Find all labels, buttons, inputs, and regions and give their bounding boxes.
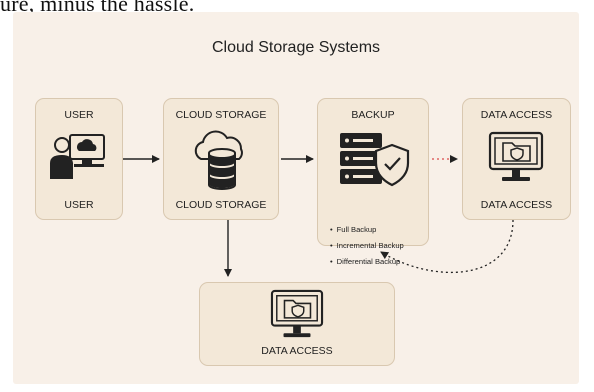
- data-access-bottom-node: DATA ACCESS: [199, 282, 395, 366]
- data-access-bottom-label: DATA ACCESS: [480, 199, 553, 211]
- server-shield-icon: [340, 133, 410, 187]
- user-at-computer-icon: [50, 134, 105, 179]
- cloud-database-icon: [194, 130, 243, 190]
- cloud-storage-bottom-label: CLOUD STORAGE: [175, 199, 267, 211]
- arrow-access-to-backup-dotted: [380, 219, 514, 274]
- user-node: USER USER: [35, 98, 123, 220]
- data-access-top-label: DATA ACCESS: [480, 109, 553, 121]
- cloud-storage-node: CLOUD STORAGE CLOUD STORAGE: [163, 98, 279, 220]
- backup-node: BACKUP Full Backup Incremental Backup Di…: [317, 98, 429, 266]
- backup-top-label: BACKUP: [351, 109, 395, 121]
- backup-type-list: Full Backup Incremental Backup Different…: [330, 222, 404, 270]
- user-top-label: USER: [64, 109, 94, 121]
- list-item: Full Backup: [330, 222, 404, 238]
- monitor-folder-shield-icon: [270, 289, 324, 338]
- cloud-storage-top-label: CLOUD STORAGE: [175, 109, 267, 121]
- user-bottom-label: USER: [64, 199, 94, 211]
- data-access-node: DATA ACCESS DATA ACCESS: [462, 98, 571, 220]
- list-item: Differential Backup: [330, 254, 404, 270]
- data-access-bottom-node-label: DATA ACCESS: [261, 345, 333, 357]
- monitor-folder-shield-icon: [488, 131, 544, 181]
- connector-layer: [123, 155, 514, 277]
- diagram-title: Cloud Storage Systems: [211, 39, 381, 56]
- list-item: Incremental Backup: [330, 238, 404, 254]
- diagram-canvas: Cloud Storage Systems USER USER: [13, 12, 579, 384]
